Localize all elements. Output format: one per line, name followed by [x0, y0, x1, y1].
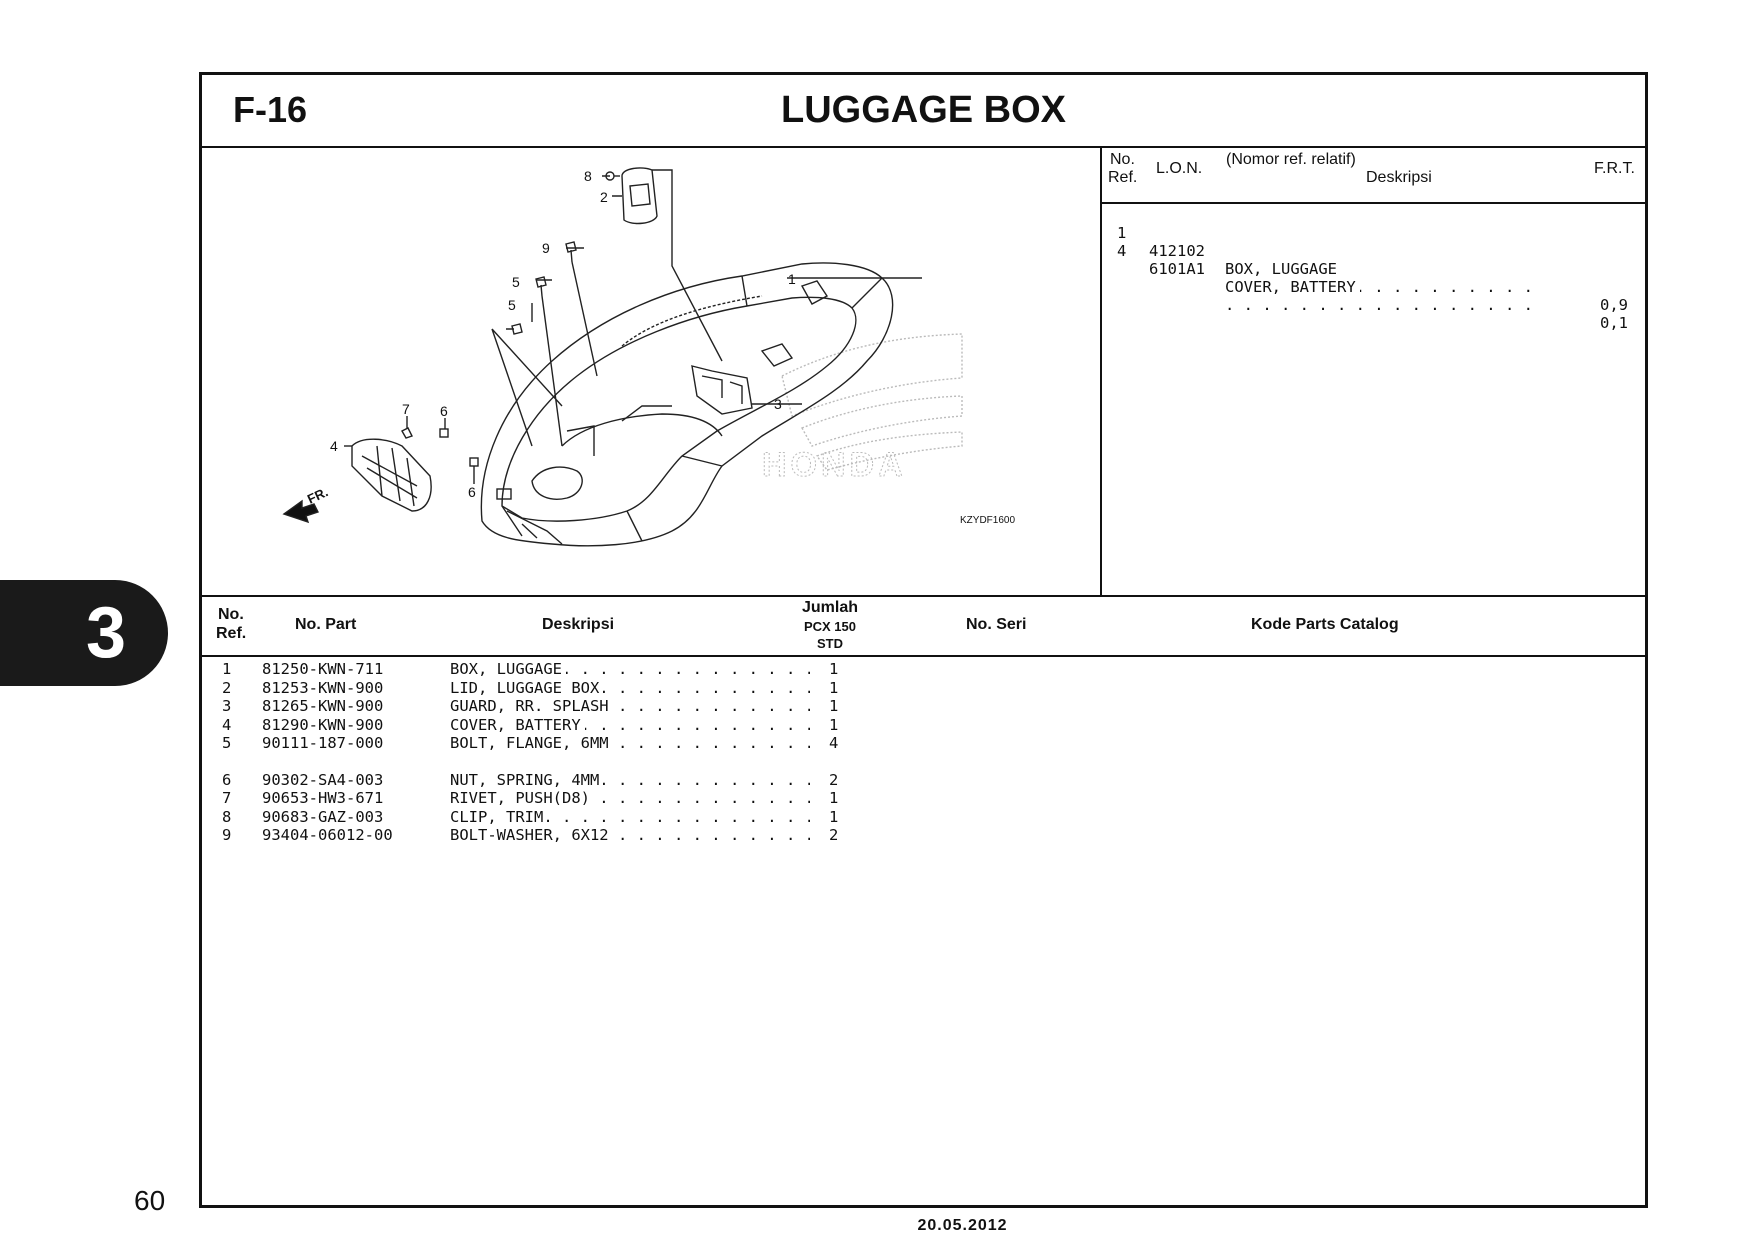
parts-desc: BOX, LUGGAGE [450, 660, 566, 678]
figure-code: F-16 [233, 89, 308, 130]
page-title: LUGGAGE BOX [780, 89, 1067, 131]
parts-row: . . . . . . . . . . . . . . . . . . . . … [202, 678, 1645, 697]
parts-no: 3 [222, 697, 232, 715]
frt-head-nomor: (Nomor ref. relatif) [1226, 151, 1356, 168]
parts-head-part: No. Part [295, 616, 357, 633]
frt-value: 0,1 [1600, 314, 1628, 332]
parts-number: 81253-KWN-900 [262, 678, 384, 697]
callout-6b: 6 [468, 484, 476, 500]
parts-number: 90111-187-000 [262, 734, 384, 752]
frt-table: No. Ref. L.O.N. (Nomor ref. relatif) Des… [1102, 146, 1645, 595]
catalog-date: 20.05.2012 [917, 1217, 1008, 1234]
parts-head-model: PCX 150 [803, 619, 857, 634]
parts-number: 90302-SA4-003 [262, 770, 384, 789]
frt-head-ref: Ref. [1108, 169, 1138, 186]
parts-number: 93404-06012-00 [262, 826, 393, 844]
parts-desc: COVER, BATTERY [450, 715, 585, 734]
frt-table-header: No. Ref. L.O.N. (Nomor ref. relatif) Des… [1102, 146, 1645, 204]
parts-row: . . . . . . . . . . . . . . . . . . . . … [202, 660, 1645, 678]
exploded-diagram: 8 2 9 5 5 1 3 7 6 4 6 FR. KZYDF1600 HOND… [202, 146, 1102, 595]
callout-5: 5 [512, 274, 520, 290]
parts-row: . . . . . . . . . . . . . . . . . . . . … [202, 807, 1645, 826]
parts-number: 90683-GAZ-003 [262, 807, 384, 826]
parts-table-header: No. Ref. No. Part Deskripsi Jumlah PCX 1… [202, 595, 1645, 657]
callout-7: 7 [402, 401, 410, 417]
luggage-box-drawing: 8 2 9 5 5 1 3 7 6 4 6 FR. KZYDF1600 HOND… [282, 167, 1015, 547]
frt-desc: BOX, LUGGAGE [1225, 260, 1341, 278]
parts-desc: NUT, SPRING, 4MM [450, 770, 604, 789]
parts-row: . . . . . . . . . . . . . . . . . . . . … [202, 697, 1645, 715]
frt-head-lon: L.O.N. [1156, 160, 1203, 177]
parts-number: 90653-HW3-671 [262, 789, 384, 807]
parts-row: . . . . . . . . . . . . . . . . . . . . … [202, 715, 1645, 734]
parts-head-jumlah: Jumlah [801, 599, 858, 616]
honda-watermark: HONDA [762, 446, 907, 484]
parts-row: . . . . . . . . . . . . . . . . . . . . … [202, 789, 1645, 807]
callout-1: 1 [788, 271, 796, 287]
parts-head-seri: No. Seri [966, 616, 1027, 633]
direction-label: FR. [305, 484, 330, 506]
frt-head-frt: F.R.T. [1594, 160, 1635, 177]
parts-no: 2 [222, 678, 232, 697]
parts-no: 1 [222, 660, 232, 678]
parts-qty: 1 [829, 789, 839, 807]
parts-no: 6 [222, 770, 232, 789]
parts-qty: 1 [829, 660, 839, 678]
parts-head-ref: Ref. [216, 625, 247, 642]
parts-desc: RIVET, PUSH(D8) [450, 789, 594, 807]
parts-no: 5 [222, 734, 232, 752]
frt-row: 4 6101A1 COVER, BATTERY . . . . . . . . … [1102, 224, 1645, 332]
frt-desc: COVER, BATTERY [1225, 278, 1360, 296]
parts-desc: BOLT-WASHER, 6X12 [450, 826, 613, 844]
parts-qty: 1 [829, 807, 839, 826]
callout-5b: 5 [508, 297, 516, 313]
parts-head-kode: Kode Parts Catalog [1251, 616, 1399, 633]
parts-qty: 2 [829, 770, 839, 789]
section-number: 3 [86, 593, 127, 673]
parts-desc: CLIP, TRIM [450, 807, 548, 826]
frt-value: 0,9 [1600, 296, 1628, 314]
frt-head-deskripsi: Deskripsi [1366, 169, 1432, 186]
frt-no: 4 [1117, 242, 1127, 260]
frt-row: 1 412102 BOX, LUGGAGE . . . . . . . . . … [1102, 206, 1645, 314]
diagram-code: KZYDF1600 [960, 515, 1015, 526]
parts-number: 81250-KWN-711 [262, 660, 384, 678]
parts-row: . . . . . . . . . . . . . . . . . . . . … [202, 826, 1645, 844]
callout-8: 8 [584, 168, 592, 184]
callout-3: 3 [774, 396, 782, 412]
parts-number: 81265-KWN-900 [262, 697, 384, 715]
parts-head-no: No. [218, 606, 244, 623]
parts-desc: BOLT, FLANGE, 6MM [450, 734, 613, 752]
callout-2: 2 [600, 189, 608, 205]
parts-row: . . . . . . . . . . . . . . . . . . . . … [202, 770, 1645, 789]
page-header: F-16 LUGGAGE BOX [202, 75, 1645, 148]
frt-lon: 6101A1 [1149, 260, 1205, 278]
parts-qty: 1 [829, 678, 839, 697]
parts-no: 4 [222, 715, 232, 734]
page-number: 60 [134, 1185, 166, 1216]
frt-leader-dots: . . . . . . . . . . . . . . . . . . . . … [1225, 296, 1545, 314]
section-tab: 3 [0, 580, 168, 686]
callout-6: 6 [440, 403, 448, 419]
parts-no: 8 [222, 807, 232, 826]
parts-qty: 2 [829, 826, 839, 844]
parts-qty: 4 [829, 734, 839, 752]
parts-row: . . . . . . . . . . . . . . . . . . . . … [202, 734, 1645, 752]
parts-no: 7 [222, 789, 232, 807]
parts-head-desc: Deskripsi [542, 616, 615, 633]
frt-head-no: No. [1110, 151, 1135, 168]
parts-desc: GUARD, RR. SPLASH [450, 697, 613, 715]
parts-no: 9 [222, 826, 232, 844]
frt-lon: 412102 [1149, 242, 1205, 260]
parts-desc: LID, LUGGAGE BOX [450, 678, 604, 697]
frt-no: 1 [1117, 224, 1127, 242]
parts-qty: 1 [829, 715, 839, 734]
parts-qty: 1 [829, 697, 839, 715]
parts-head-std: STD [817, 636, 843, 651]
parts-number: 81290-KWN-900 [262, 715, 384, 734]
catalog-frame: F-16 LUGGAGE BOX [199, 72, 1648, 1208]
callout-9: 9 [542, 240, 550, 256]
callout-4: 4 [330, 438, 338, 454]
